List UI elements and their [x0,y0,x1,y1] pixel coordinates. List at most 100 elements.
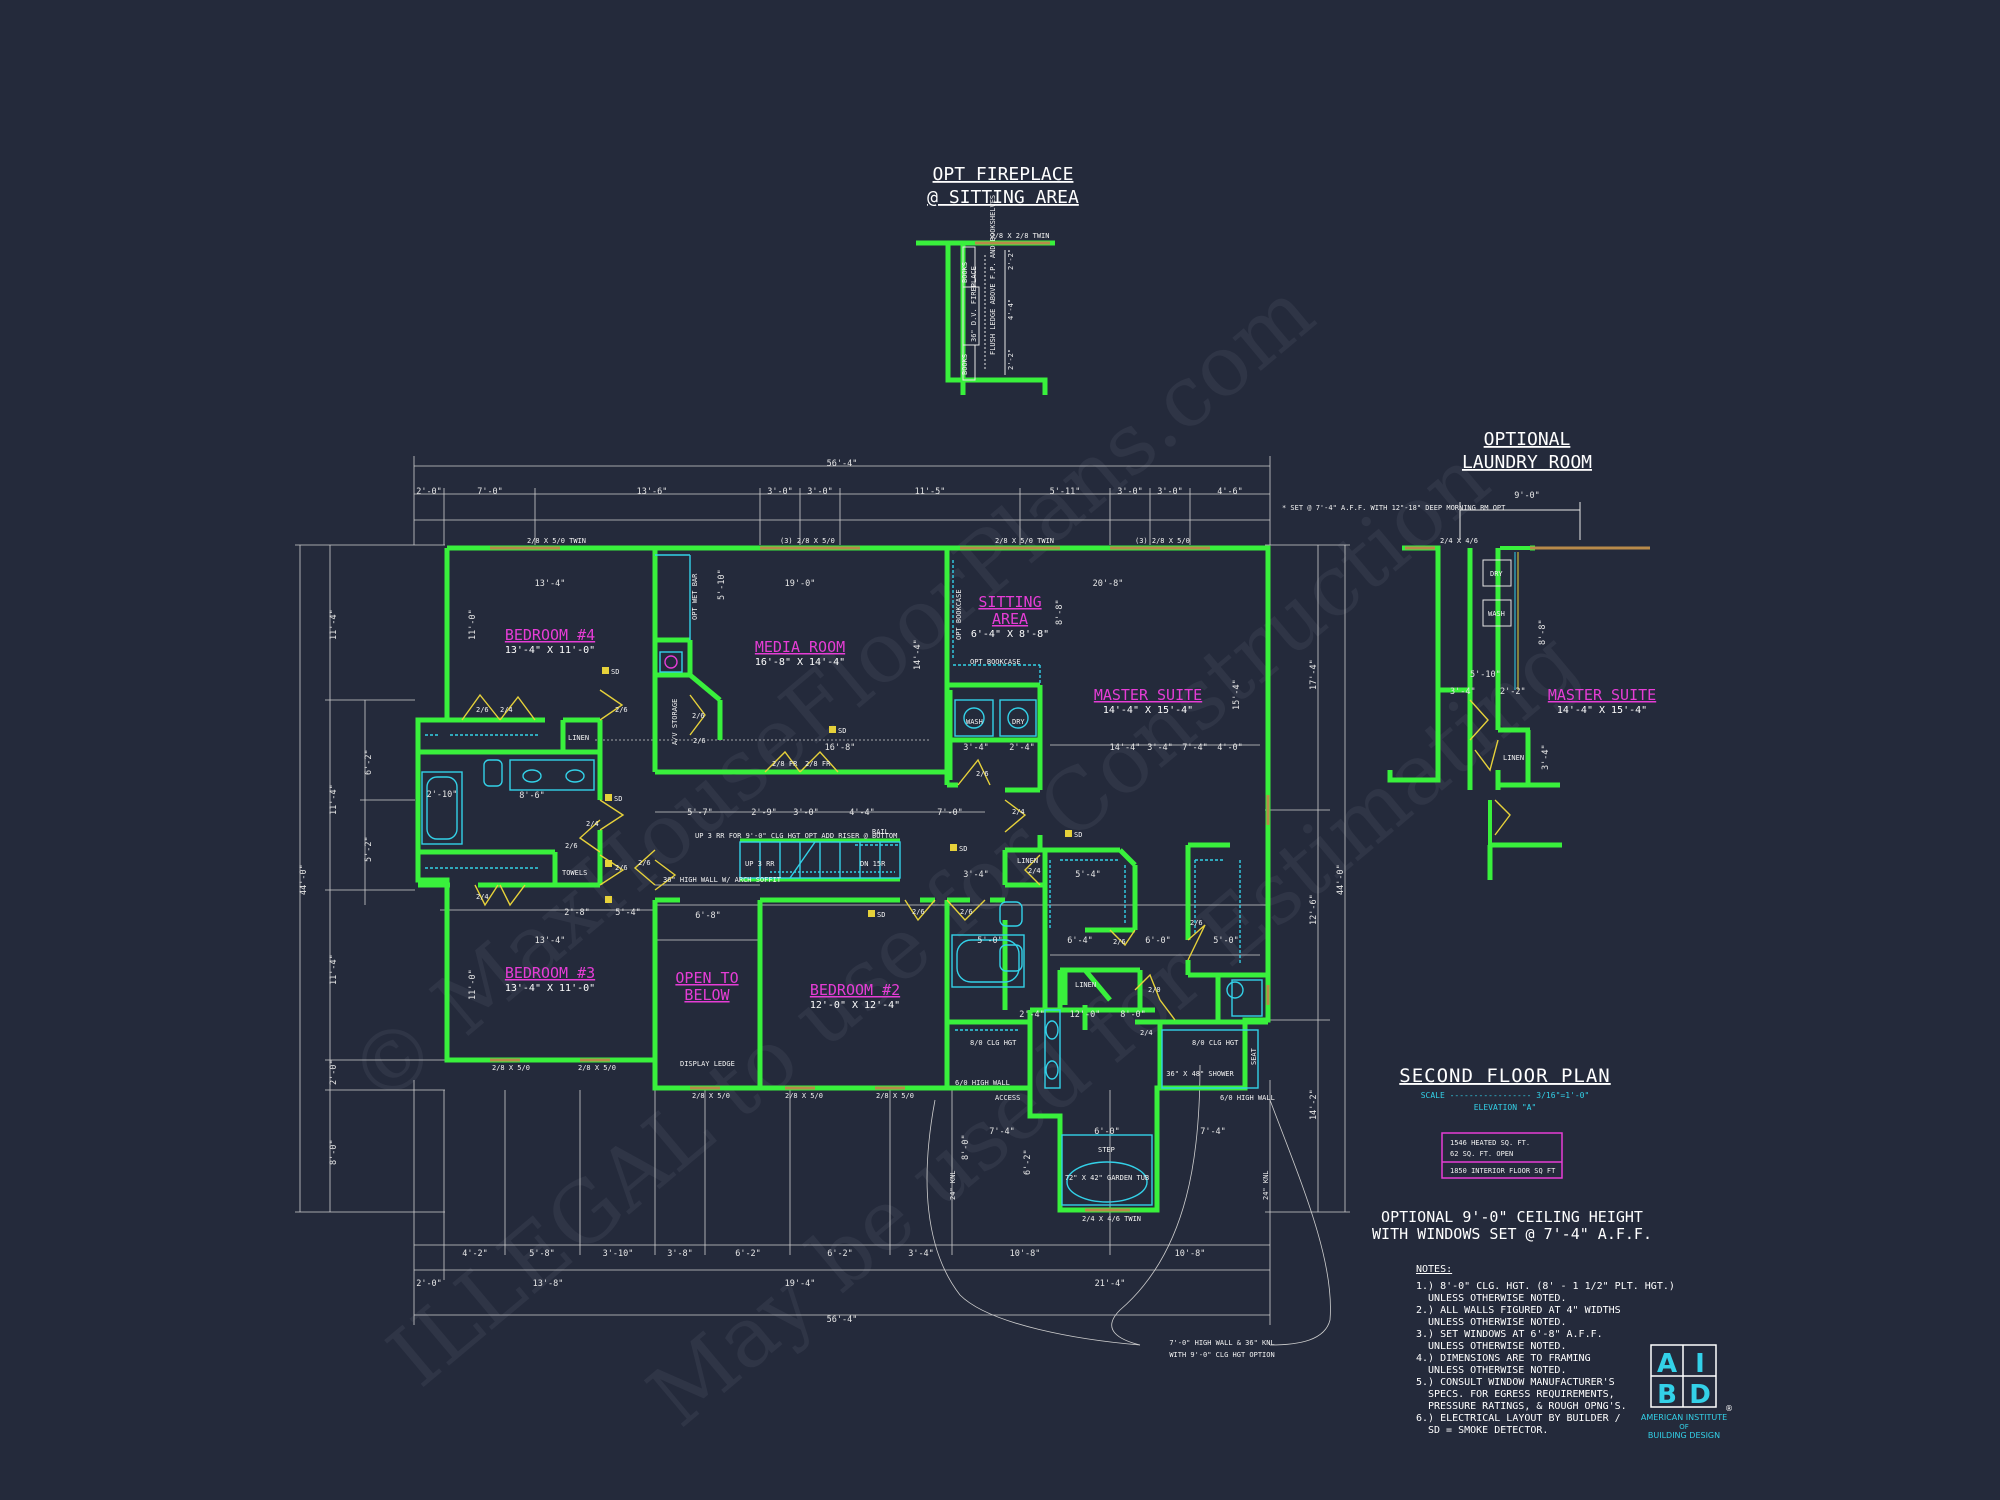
door-label-9: 2/6 [693,737,706,745]
door-label-19: 2/0 [1148,986,1161,994]
logo-line-2: OF [1679,1423,1689,1431]
optional-ceiling-note-2: WITH WINDOWS SET @ 7'-4" A.F.F. [1372,1225,1652,1243]
sd-label-5: SD [1074,831,1082,839]
stair-down-label: DN 15R [860,860,886,868]
door-label-1: 2/6 [476,706,489,714]
smoke-detectors [602,667,1072,917]
left-overall-dim: 44'-0" [299,864,309,895]
int-dim-24: 5'-0" [1213,936,1239,946]
bedroom3-name: BEDROOM #3 [505,964,595,982]
door-label-15: 2/4 [1012,808,1025,816]
dry-label: DRY [1012,718,1025,726]
int-dim-28: 2'-4" [1019,1010,1045,1020]
window-bot-2: 2/8 X 5/0 [578,1064,616,1072]
int-dim-32: 7'-4" [1200,1127,1226,1137]
top-dim-10: 4'-6" [1217,487,1243,497]
laundry-dim-3: 3'-4" [1450,687,1476,697]
clg-hgt-label-2: 8/0 CLG HGT [1192,1039,1239,1047]
bottom-dim-7: 3'-4" [908,1249,934,1259]
top-dim-1: 2'-0" [416,487,442,497]
int-dim-33: 6'-2" [1023,1149,1033,1175]
int-dim-6: 2'-4" [1009,743,1035,753]
bedroom2-name: BEDROOM #2 [810,981,900,999]
left-dim-4: 2'-0" [329,1059,339,1085]
high-wall-label-2: 6/0 HIGH WALL [1220,1094,1275,1102]
door-label-6: 2/4 [476,893,489,901]
int-dim-3: 20'-8" [1093,579,1124,589]
logo-letter-i: I [1695,1349,1705,1379]
seat-label: SEAT [1250,1047,1258,1065]
right-overall-dim: 44'-0" [1336,864,1346,895]
door-label-3: 2/6 [615,706,628,714]
open-to-below-1: OPEN TO [675,969,738,987]
bottom-dim-9: 10'-8" [1175,1249,1206,1259]
opt-bookcase-label: OPT BOOKCASE [955,589,963,640]
general-notes: NOTES: 1.) 8'-0" CLG. HGT. (8' - 1 1/2" … [1416,1264,1675,1436]
int-dim-35: 6'-0" [1094,1127,1120,1137]
knl-label-1: 24" KNL [949,1170,957,1200]
note-line-6: UNLESS OTHERWISE NOTED. [1428,1341,1566,1352]
dimension-text: 56'-4" 56'-4" 2'-0" 7'-0" 13'-6" 3'-0" 3… [299,459,1346,1325]
high-wall-label-1: 6/0 HIGH WALL [955,1079,1010,1087]
fireplace-title-1: OPT FIREPLACE [933,164,1074,185]
door-label-2: 2/4 [500,706,513,714]
int-dim-41: 5'-10" [717,569,727,600]
note-line-8: UNLESS OTHERWISE NOTED. [1428,1365,1566,1376]
wash-label: WASH [966,718,983,726]
linen-label-1: LINEN [568,734,589,742]
laundry-title-2: LAUNDRY ROOM [1462,452,1592,473]
logo-registered-mark: ® [1725,1404,1733,1413]
half-wall-note-1: 7'-0" HIGH WALL & 36" KNL [1169,1339,1274,1347]
top-dim-3: 13'-6" [637,487,668,497]
heated-sqft: 1546 HEATED SQ. FT. [1450,1139,1530,1147]
laundry-dim-5: 8'-8" [1538,619,1548,645]
fireplace-unit-label: 36" D.V. FIREPLACE [970,266,978,342]
fireplace-ledge-note: FLUSH LEDGE ABOVE F.P. AND BOOKSHELVES [989,195,997,355]
laundry-master-suite-name: MASTER SUITE [1548,686,1656,704]
bottom-dim-6: 6'-2" [827,1249,853,1259]
optional-ceiling-note-1: OPTIONAL 9'-0" CEILING HEIGHT [1381,1208,1643,1226]
int-dim-34: 8'-0" [961,1134,971,1160]
fireplace-title-2: @ SITTING AREA [927,187,1079,208]
linen-label-2: LINEN [1017,857,1038,865]
right-dim-1: 17'-4" [1309,659,1319,690]
master-suite-name: MASTER SUITE [1094,686,1202,704]
garden-tub-label: 72" X 42" GARDEN TUB [1065,1174,1149,1182]
window-bot-3: 2/8 X 5/0 [692,1092,730,1100]
window-top-1: 2/8 X 5/0 TWIN [527,537,586,545]
int-dim-18: 5'-4" [1075,870,1101,880]
towels-label: TOWELS [562,869,587,877]
opt-bookcase-label-2: OPT BOOKCASE [970,658,1021,666]
note-line-11: PRESSURE RATINGS, & ROUGH OPNG'S. [1428,1401,1627,1412]
dimension-lines [295,456,1350,1346]
int-dim-21: 5'-0" [977,936,1003,946]
logo-line-3: BUILDING DESIGN [1648,1431,1720,1440]
int-dim-2: 19'-0" [785,579,816,589]
int-dim-4: 16'-8" [825,743,856,753]
door-label-7: 2/6 [615,864,628,872]
bottom2-dim-1: 2'-0" [416,1279,442,1289]
notes-heading: NOTES: [1416,1264,1452,1275]
door-label-21: 2/4 [1140,1029,1153,1037]
interior-sqft: 1850 INTERIOR FLOOR SQ FT [1450,1167,1556,1175]
floor-plan-title: SECOND FLOOR PLAN [1399,1065,1610,1087]
bottom2-dim-2: 13'-8" [533,1279,564,1289]
open-sqft: 62 SQ. FT. OPEN [1450,1150,1513,1158]
half-wall-note-2: WITH 9'-0" CLG HGT OPTION [1169,1351,1274,1359]
note-line-1: 1.) 8'-0" CLG. HGT. (8' - 1 1/2" PLT. HG… [1416,1281,1675,1292]
bedroom3-size: 13'-4" X 11'-0" [505,983,595,994]
walls [415,545,1271,1213]
left2-dim-2: 5'-2" [364,836,374,862]
interior-dimension-text: 13'-4" 19'-0" 20'-8" 16'-8" 3'-4" 2'-4" … [427,569,1243,1175]
fireplace-window-label: 2/8 X 2/8 TWIN [990,232,1049,240]
int-dim-20: 3'-4" [963,870,989,880]
window-top-4: (3) 2/8 X 5/0 [1135,537,1190,545]
stair-up-label: UP 3 RR [745,860,775,868]
int-dim-39: 11'-0" [468,969,478,1000]
step-label: STEP [1098,1146,1115,1154]
note-line-3: 2.) ALL WALLS FIGURED AT 4" WIDTHS [1416,1305,1621,1316]
open-to-below-2: BELOW [684,986,730,1004]
top-dim-8: 3'-0" [1117,487,1143,497]
fixtures [421,554,1263,1206]
window-top-3: 2/8 X 5/0 TWIN [995,537,1054,545]
